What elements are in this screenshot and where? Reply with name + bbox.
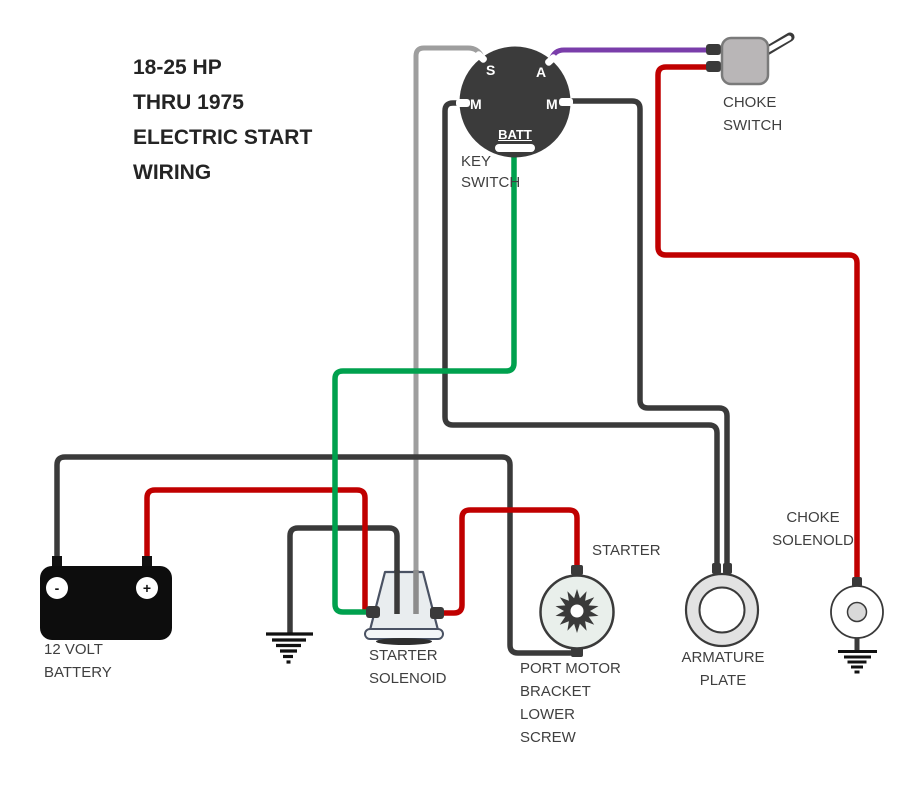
title-line: THRU 1975	[133, 91, 244, 114]
title-line: ELECTRIC START	[133, 126, 313, 149]
key-switch-label: KEY SWITCH	[461, 153, 521, 191]
ground-symbol-right	[838, 650, 877, 674]
starter-solenoid	[364, 570, 444, 645]
battery-terminal-negative	[46, 577, 68, 599]
key-switch-terminal-m-left	[456, 99, 470, 107]
wire-key-a-to-choke-purple	[548, 47, 716, 61]
key-switch-terminal-a	[545, 54, 557, 66]
starter-gear-hub	[570, 604, 584, 618]
armature-plate-inner	[698, 586, 746, 634]
key-switch-body	[459, 46, 571, 158]
wire-ground-to-solenoid	[287, 525, 400, 633]
terminal-letter-m-left: M	[470, 96, 482, 112]
wire-solenoid-to-starter	[438, 507, 580, 616]
key-switch-terminal-m-right	[559, 98, 573, 106]
choke-switch-terminal-bottom	[706, 61, 721, 72]
battery-body	[40, 566, 172, 640]
choke-switch	[706, 32, 795, 86]
terminal-letter-batt: BATT	[498, 127, 532, 142]
terminal-letter-m-right: M	[546, 96, 558, 112]
choke-switch-terminal-top	[706, 44, 721, 55]
wire-choke-switch-to-choke-solenoid	[655, 64, 860, 582]
armature-plate	[684, 563, 760, 648]
armature-terminal-left	[712, 563, 721, 574]
choke-switch-label: CHOKE SWITCH	[723, 94, 783, 134]
battery-post-positive	[142, 556, 152, 570]
terminal-letter-a: A	[536, 64, 547, 80]
starter-solenoid-label: STARTER SOLENOID	[369, 647, 447, 687]
key-switch-terminal-batt	[495, 144, 535, 152]
wires	[54, 45, 860, 656]
choke-solenoid	[830, 577, 884, 674]
starter-solenoid-terminal-left	[366, 606, 380, 618]
choke-solenoid-core	[846, 601, 868, 623]
battery-minus-sign: -	[54, 580, 60, 596]
battery-post-negative	[52, 556, 62, 570]
choke-switch-body	[720, 36, 770, 86]
battery	[40, 556, 172, 640]
terminal-letter-s: S	[486, 62, 496, 78]
starter-solenoid-shadow	[376, 638, 432, 645]
starter-motor	[539, 565, 615, 657]
starter-solenoid-base	[364, 628, 444, 640]
armature-plate-label: ARMATURE PLATE	[681, 649, 765, 689]
starter-label: STARTER	[592, 542, 661, 559]
key-switch-terminal-s	[475, 51, 487, 63]
wire-key-m-right-to-armature	[570, 98, 730, 568]
wire-battery-positive-to-solenoid	[144, 487, 368, 612]
title-line: WIRING	[133, 161, 212, 184]
battery-label: 12 VOLT BATTERY	[44, 641, 112, 681]
battery-plus-sign: +	[142, 580, 152, 596]
starter-solenoid-terminal-right	[430, 607, 444, 619]
choke-solenoid-terminal-top	[852, 577, 862, 587]
port-motor-bracket-label: PORT MOTOR BRACKET LOWER SCREW	[520, 660, 621, 746]
title-line: 18-25 HP	[133, 56, 222, 79]
wire-key-m-left-to-armature	[442, 100, 720, 568]
armature-terminal-right	[723, 563, 732, 574]
starter-solenoid-body	[368, 570, 440, 632]
key-switch	[456, 46, 573, 158]
wire-key-batt-to-solenoid-green	[332, 150, 517, 615]
choke-solenoid-label: CHOKE SOLENOLD	[772, 509, 854, 549]
starter-terminal-top	[571, 565, 583, 575]
battery-terminal-positive	[136, 577, 158, 599]
wire-battery-negative-to-starter	[54, 454, 575, 656]
diagram-title: 18-25 HP THRU 1975 ELECTRIC START WIRING	[133, 50, 312, 190]
ground-symbol-left	[266, 632, 313, 664]
